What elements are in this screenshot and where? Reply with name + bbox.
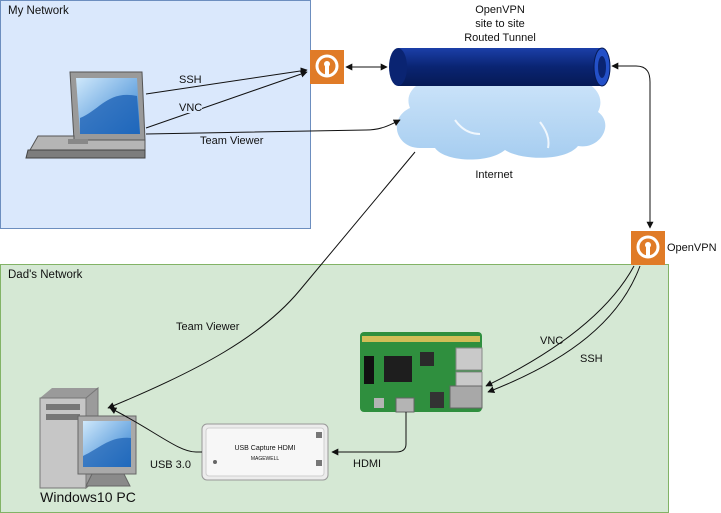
capture-device-label: USB Capture HDMI bbox=[234, 445, 295, 452]
vnc-top-label: VNC bbox=[179, 102, 202, 114]
teamviewer-top-arrow bbox=[145, 119, 401, 135]
windows-pc-icon bbox=[39, 386, 137, 490]
connector-labels: SSH VNC Team Viewer Team Viewer VNC SSH … bbox=[148, 73, 603, 471]
teamviewer-top-label: Team Viewer bbox=[200, 135, 264, 147]
laptop-icon bbox=[25, 71, 146, 159]
usb-label: USB 3.0 bbox=[150, 459, 191, 471]
tunnel-openvpn-bottom-link bbox=[611, 62, 654, 229]
tunnel-title-line2: site to site bbox=[475, 18, 525, 30]
openvpn-gateway-bottom-icon bbox=[631, 231, 665, 265]
internet-cloud-icon bbox=[396, 64, 606, 160]
tunnel-title-line3: Routed Tunnel bbox=[464, 32, 536, 44]
connectors bbox=[107, 62, 654, 456]
internet-label: Internet bbox=[475, 169, 512, 181]
raspberry-pi-icon bbox=[360, 332, 483, 413]
ssh-right-arrow bbox=[487, 265, 641, 393]
openvpn-gateway-label: OpenVPN bbox=[667, 242, 717, 254]
windows-pc-label: Windows10 PC bbox=[40, 489, 136, 505]
ssh-top-label: SSH bbox=[179, 74, 202, 86]
vnc-right-arrow bbox=[485, 265, 635, 387]
my-network-title: My Network bbox=[8, 5, 69, 17]
ssh-top-arrow bbox=[145, 67, 308, 95]
usb-arrow bbox=[109, 407, 202, 453]
my-network-zone: My Network bbox=[0, 0, 311, 229]
tunnel-title: OpenVPN site to site Routed Tunnel bbox=[464, 4, 536, 44]
vnc-right-label: VNC bbox=[540, 335, 563, 347]
capture-device-brand: MAGEWELL bbox=[251, 456, 280, 462]
hdmi-arrow bbox=[331, 412, 407, 456]
teamviewer-down-arrow bbox=[107, 151, 416, 409]
openvpn-gateway-top-icon bbox=[310, 50, 344, 84]
teamviewer-down-label: Team Viewer bbox=[176, 321, 240, 333]
ssh-right-label: SSH bbox=[580, 353, 603, 365]
hdmi-label: HDMI bbox=[353, 458, 381, 470]
vpn-tunnel-icon bbox=[389, 47, 611, 87]
vnc-top-arrow bbox=[145, 70, 308, 129]
tunnel-title-line1: OpenVPN bbox=[475, 4, 525, 16]
dads-network-title: Dad's Network bbox=[8, 269, 83, 281]
usb-capture-device-icon: USB Capture HDMI MAGEWELL bbox=[201, 423, 329, 481]
